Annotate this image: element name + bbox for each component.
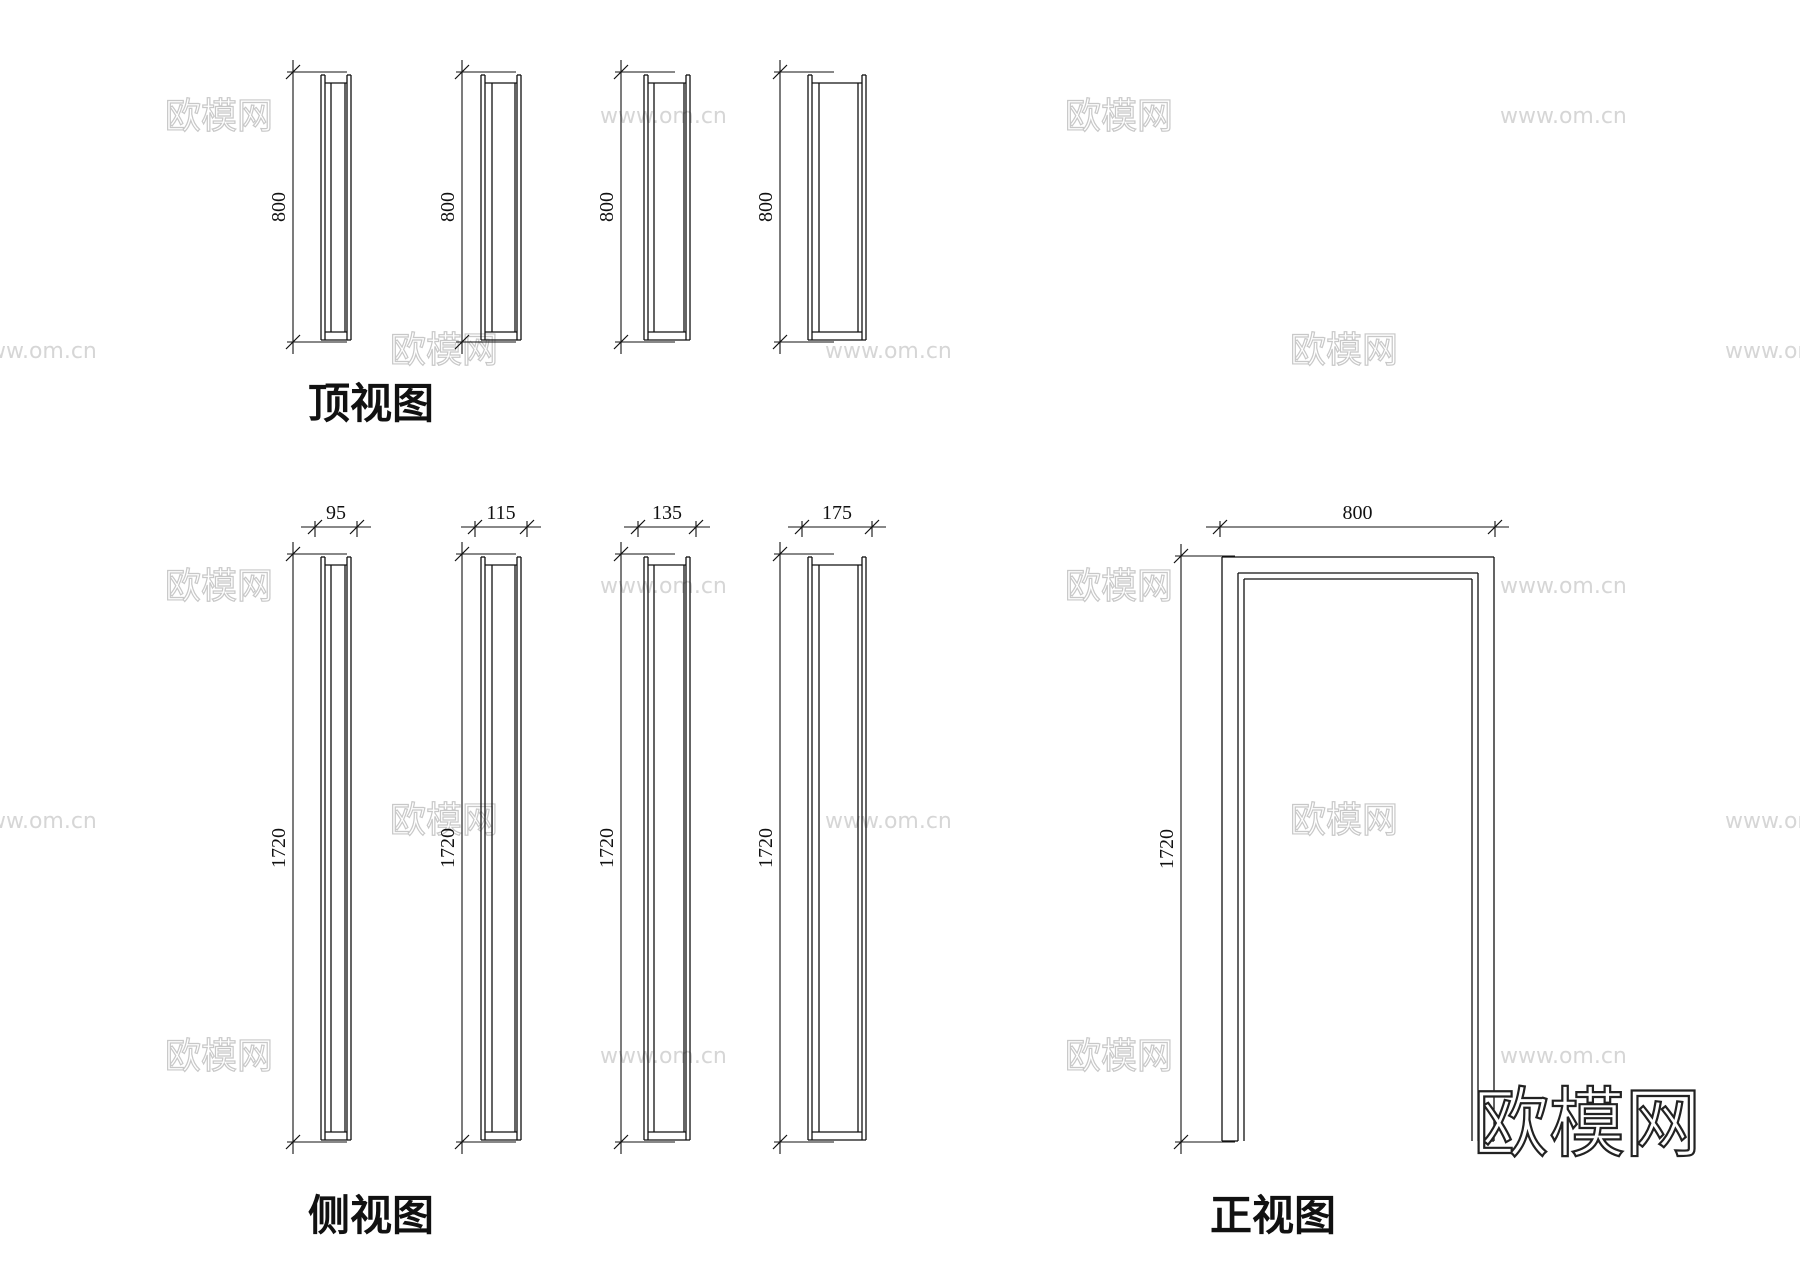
watermark-url: www.om.cn [1500,1044,1627,1069]
watermark-url: www.om.cn [825,339,952,364]
top-view-group: 800 800 800 800 [268,60,867,354]
front-view-group: 1720 800 [1156,502,1509,1154]
watermark-url: www.om.cn [0,809,97,834]
watermark-brand: 欧模网 [165,1036,273,1077]
dimension-tick [772,334,788,350]
profile-3 [643,556,691,1141]
dimension-tick [307,519,323,535]
dimension-label: 1720 [596,828,618,868]
side-view-title: 侧视图 [308,1191,434,1240]
dimension-tick [613,334,629,350]
front-view-title: 正视图 [1210,1191,1336,1240]
watermark-url: www.om.cn [1500,574,1627,599]
dimension-tick [454,1134,470,1150]
watermark-url: www.om.cn [600,574,727,599]
site-logo: 欧模网 [1473,1079,1701,1168]
profile-1 [320,556,352,1141]
watermark-brand: 欧模网 [1065,96,1173,137]
watermark-url: www.om.cn [1500,104,1627,129]
dimension-tick [1487,519,1503,535]
dimension-label: 800 [1343,502,1373,524]
profile-4 [807,556,867,1141]
profile-2 [480,74,522,341]
dimension-label: 115 [486,502,515,524]
dimension-tick [688,519,704,535]
dimension-label: 800 [755,192,777,222]
dimension-label: 1720 [268,828,290,868]
dimension-tick [519,519,535,535]
profile-3 [643,74,691,341]
watermark-brand: 欧模网 [1065,1036,1173,1077]
door-frame [1221,556,1495,1142]
dimension-label: 1720 [1156,829,1178,869]
watermark-url: www.om.cn [1725,809,1800,834]
watermark-url: www.om.cn [1725,339,1800,364]
dimension-tick [1173,1134,1189,1150]
watermark-brand: 欧模网 [165,96,273,137]
watermark-url: www.om.cn [600,104,727,129]
watermark-url: www.om.cn [825,809,952,834]
dimension-tick [613,1134,629,1150]
dimension-tick [285,1134,301,1150]
watermark-brand: 欧模网 [165,566,273,607]
dimension-tick [285,334,301,350]
dimension-tick [864,519,880,535]
dimension-label: 1720 [755,828,777,868]
dimension-tick [772,546,788,562]
dimension-tick [772,64,788,80]
dimension-tick [630,519,646,535]
profile-2 [480,556,522,1141]
dimension-label: 175 [822,502,852,524]
dimension-tick [454,546,470,562]
watermark-brand: 欧模网 [1290,800,1398,841]
watermark-brand: 欧模网 [1065,566,1173,607]
side-view-group: 1720 95 1720 115 1720 135 1720 175 [268,502,886,1154]
dimension-tick [454,334,470,350]
watermark-brand: 欧模网 [390,330,498,371]
dimension-tick [613,546,629,562]
profile-4 [807,74,867,341]
dimension-tick [454,64,470,80]
dimension-tick [285,64,301,80]
dimension-label: 1720 [437,828,459,868]
dimension-label: 800 [596,192,618,222]
dimension-label: 135 [652,502,682,524]
top-view-title: 顶视图 [308,379,434,428]
watermark-layer: 欧模网 欧模网 欧模网 欧模网 欧模网 欧模网 欧模网 欧模网 欧模网 欧模网 … [0,95,1800,1077]
profile-1 [320,74,352,341]
watermark-url: www.om.cn [600,1044,727,1069]
dimension-label: 95 [326,502,346,524]
dimension-tick [772,1134,788,1150]
dimension-tick [613,64,629,80]
dimension-tick [1212,519,1228,535]
dimension-tick [467,519,483,535]
dimension-label: 800 [268,192,290,222]
dimension-tick [285,546,301,562]
dimension-tick [794,519,810,535]
watermark-brand: 欧模网 [1290,330,1398,371]
dimension-tick [1173,548,1189,564]
watermark-url: www.om.cn [0,339,97,364]
dimension-tick [349,519,365,535]
dimension-label: 800 [437,192,459,222]
